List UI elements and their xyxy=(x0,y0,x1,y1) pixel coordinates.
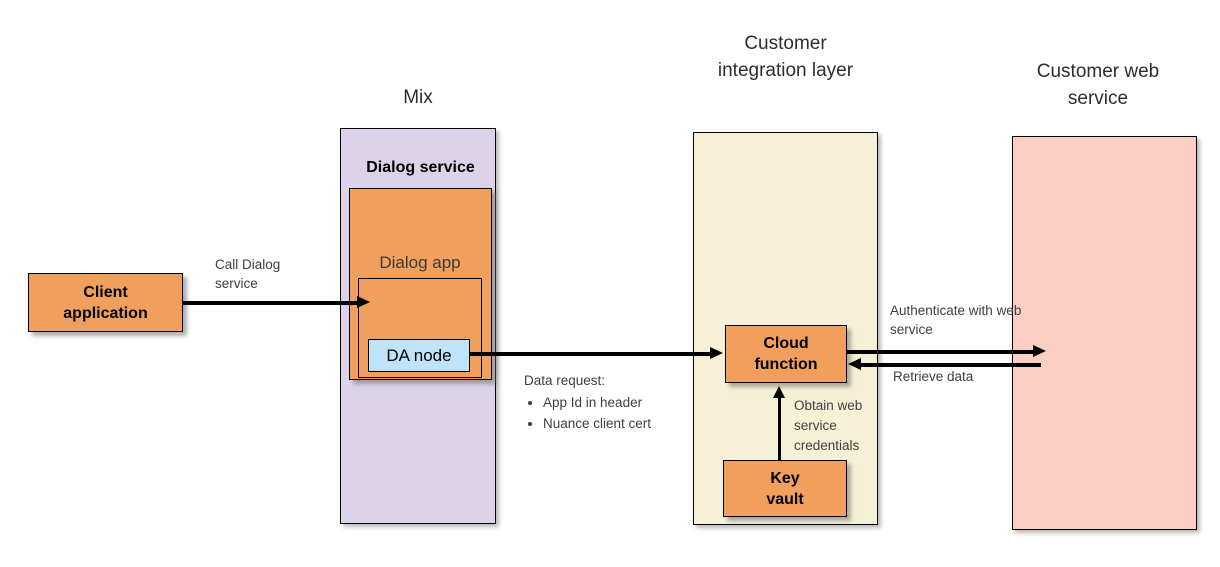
arrow-retrieve-data xyxy=(848,358,1041,371)
authenticate-annotation: Authenticate with web service xyxy=(890,303,1022,337)
arrow-shaft xyxy=(183,300,359,305)
cloud-function-box: Cloud function xyxy=(725,325,847,383)
arrow-obtain-credentials xyxy=(773,386,785,460)
client-application-label: Client application xyxy=(63,283,148,322)
customer-web-service-title: Customer web service xyxy=(1036,61,1160,109)
da-node-box: DA node xyxy=(368,339,470,372)
arrow-shaft xyxy=(859,362,1041,367)
retrieve-data-annotation: Retrieve data xyxy=(893,369,974,384)
dialog-app-label: Dialog app xyxy=(379,253,461,272)
data-request-item: Nuance client cert xyxy=(543,414,704,433)
obtain-credentials-annotation: Obtain web service credentials xyxy=(794,398,863,453)
key-vault-label: Key vault xyxy=(766,469,804,508)
arrow-data-request xyxy=(470,347,723,360)
dialog-service-label: Dialog service xyxy=(366,159,475,176)
cloud-function-label: Cloud function xyxy=(754,335,818,373)
arrowhead-right-icon xyxy=(1033,345,1046,357)
arrowhead-up-icon xyxy=(773,386,785,398)
arrow-shaft xyxy=(777,396,781,460)
client-application-box: Client application xyxy=(28,273,183,332)
data-request-item: App Id in header xyxy=(543,393,704,412)
customer-integration-layer-title: Customer integration layer xyxy=(717,33,854,81)
key-vault-box: Key vault xyxy=(723,460,847,517)
arrowhead-right-icon xyxy=(710,347,723,359)
arrowhead-left-icon xyxy=(848,358,861,370)
data-request-annotation: Data request: App Id in header Nuance cl… xyxy=(524,371,704,435)
data-request-list: App Id in header Nuance client cert xyxy=(524,393,704,433)
arrow-shaft xyxy=(470,351,712,356)
arrowhead-right-icon xyxy=(357,296,370,308)
data-request-title: Data request: xyxy=(524,373,606,388)
call-dialog-service-annotation: Call Dialog service xyxy=(215,257,281,291)
arrow-call-dialog-service xyxy=(183,296,370,309)
da-node-label: DA node xyxy=(386,345,452,365)
customer-web-service-box xyxy=(1012,136,1197,530)
mix-column-title: Mix xyxy=(403,87,433,108)
arrow-authenticate-with-web-service xyxy=(847,345,1046,358)
dialog-app-box xyxy=(358,278,482,378)
arrow-shaft xyxy=(847,349,1035,354)
